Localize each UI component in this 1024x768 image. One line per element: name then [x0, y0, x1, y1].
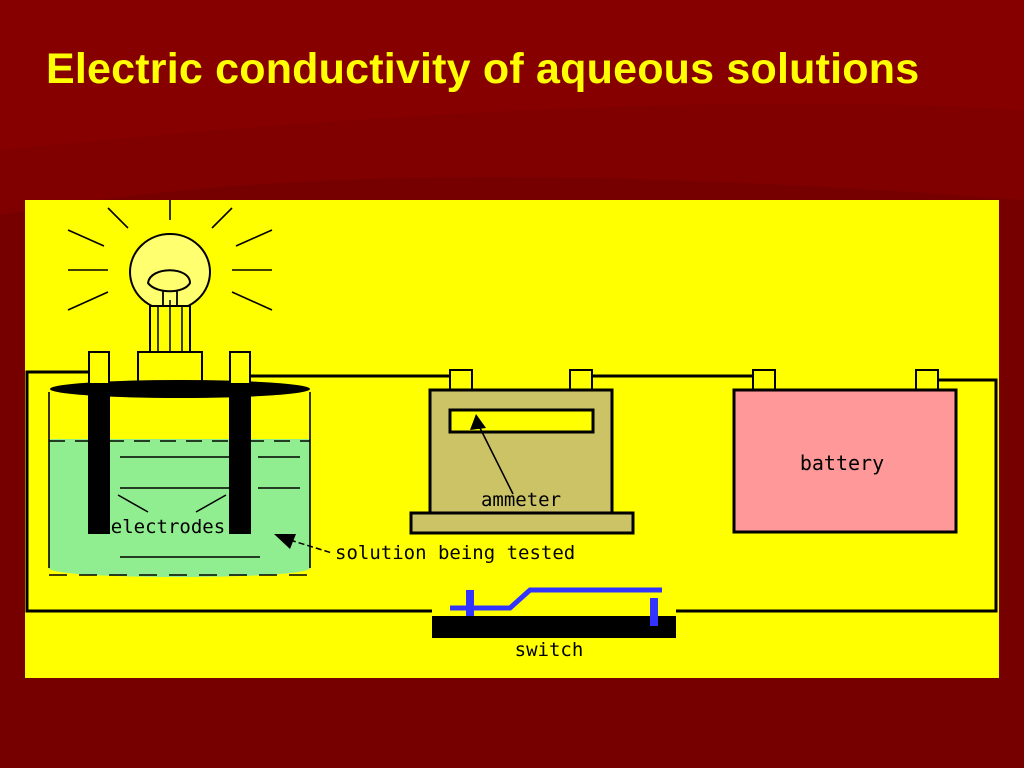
ammeter-label: ammeter: [481, 489, 561, 511]
switch-icon: [432, 587, 676, 638]
circuit-wires: [25, 370, 998, 613]
light-rays: [67, 200, 273, 311]
battery-label: battery: [800, 451, 884, 475]
solution-pointer: [274, 534, 333, 554]
switch-label: switch: [515, 639, 584, 661]
ammeter-icon: [409, 369, 635, 535]
slide-title: Electric conductivity of aqueous solutio…: [46, 45, 920, 93]
light-bulb-icon: [67, 200, 273, 383]
solution-label: solution being tested: [335, 542, 575, 564]
electrodes-pointer: [117, 494, 227, 513]
beaker-icon: [48, 351, 311, 577]
electrodes-label: electrodes: [111, 516, 225, 538]
battery-icon: [732, 369, 958, 534]
circuit-diagram: electrodes solution being tested ammeter…: [25, 200, 999, 678]
